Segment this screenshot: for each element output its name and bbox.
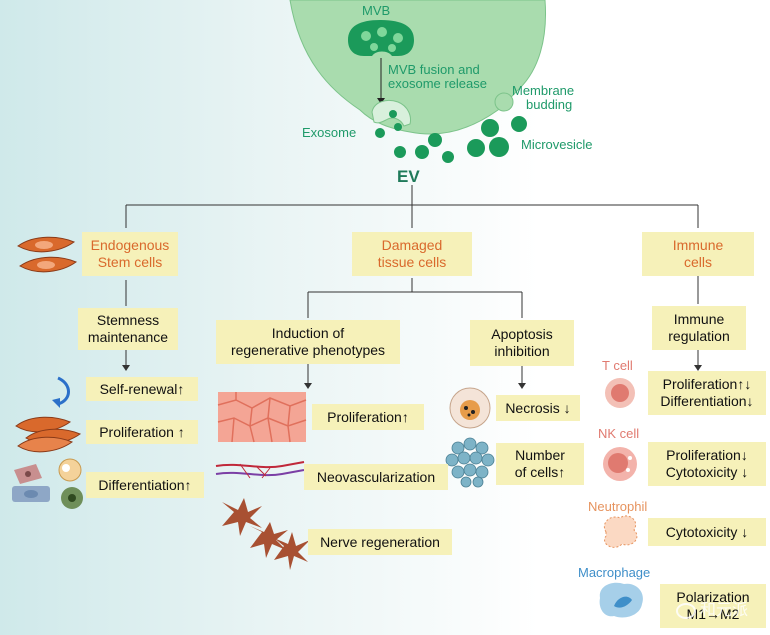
neovascularization-box: Neovascularization [304, 464, 448, 490]
proliferation-cells-icon [15, 416, 82, 453]
nerve-cells-icon [222, 498, 310, 570]
stem-cells-icon [17, 236, 78, 273]
exosome-label: Exosome [302, 125, 357, 140]
number-of-cells-box: Number of cells↑ [496, 443, 584, 485]
apoptosis-inhibition-box: Apoptosis inhibition [470, 320, 574, 366]
microvesicle-label: Microvesicle [521, 137, 593, 152]
neovascularization-icon [215, 461, 305, 479]
mvb-fusion-label: MVB fusion and exosome release [388, 62, 487, 91]
mvb-icon [348, 20, 414, 56]
stem-proliferation-box: Proliferation ↑ [86, 420, 198, 444]
neutrophil-effects-box: Cytotoxicity ↓ [648, 518, 766, 546]
microvesicle-icon [467, 116, 527, 157]
regenerative-phenotypes-box: Induction of regenerative phenotypes [216, 320, 400, 364]
macrophage-label: Macrophage [578, 565, 651, 580]
ev-label: EV [397, 167, 420, 186]
cell-cluster-icon [445, 437, 495, 488]
nk-cell-effects-box: Proliferation↓ Cytotoxicity ↓ [648, 442, 766, 486]
nerve-regeneration-box: Nerve regeneration [308, 529, 452, 555]
tissue-proliferation-icon [217, 392, 307, 443]
tissue-proliferation-box: Proliferation↑ [312, 404, 424, 430]
watermark: 和元派 [676, 596, 748, 620]
damaged-tissue-box: Damaged tissue cells [352, 232, 472, 276]
membrane-budding-label: Membrane budding [512, 83, 575, 112]
immune-regulation-box: Immune regulation [652, 306, 746, 350]
differentiation-icon [12, 458, 83, 509]
nk-cell-label: NK cell [598, 426, 640, 441]
exosome-icon [394, 133, 454, 163]
self-renewal-box: Self-renewal↑ [86, 377, 198, 401]
budding-bleb [494, 92, 514, 112]
stem-cells-box: Endogenous Stem cells [82, 232, 178, 276]
t-cell-effects-box: Proliferation↑↓ Differentiation↓ [648, 371, 766, 415]
differentiation-box: Differentiation↑ [86, 472, 204, 498]
immune-cells-box: Immune cells [642, 232, 754, 276]
necrosis-box: Necrosis ↓ [496, 395, 580, 421]
neutrophil-label: Neutrophil [588, 499, 648, 514]
wechat-icon [676, 602, 696, 619]
t-cell-icon [605, 378, 635, 408]
self-renewal-icon [57, 376, 70, 406]
necrosis-cell-icon [449, 387, 491, 429]
macrophage-effects-box: Polarization M1→M2 [660, 584, 766, 628]
mvb-label: MVB [362, 3, 391, 18]
stemness-maintenance-box: Stemness maintenance [78, 308, 178, 350]
nk-cell-icon [603, 447, 637, 481]
macrophage-icon [599, 582, 643, 618]
t-cell-label: T cell [602, 358, 633, 373]
neutrophil-icon [604, 515, 638, 548]
